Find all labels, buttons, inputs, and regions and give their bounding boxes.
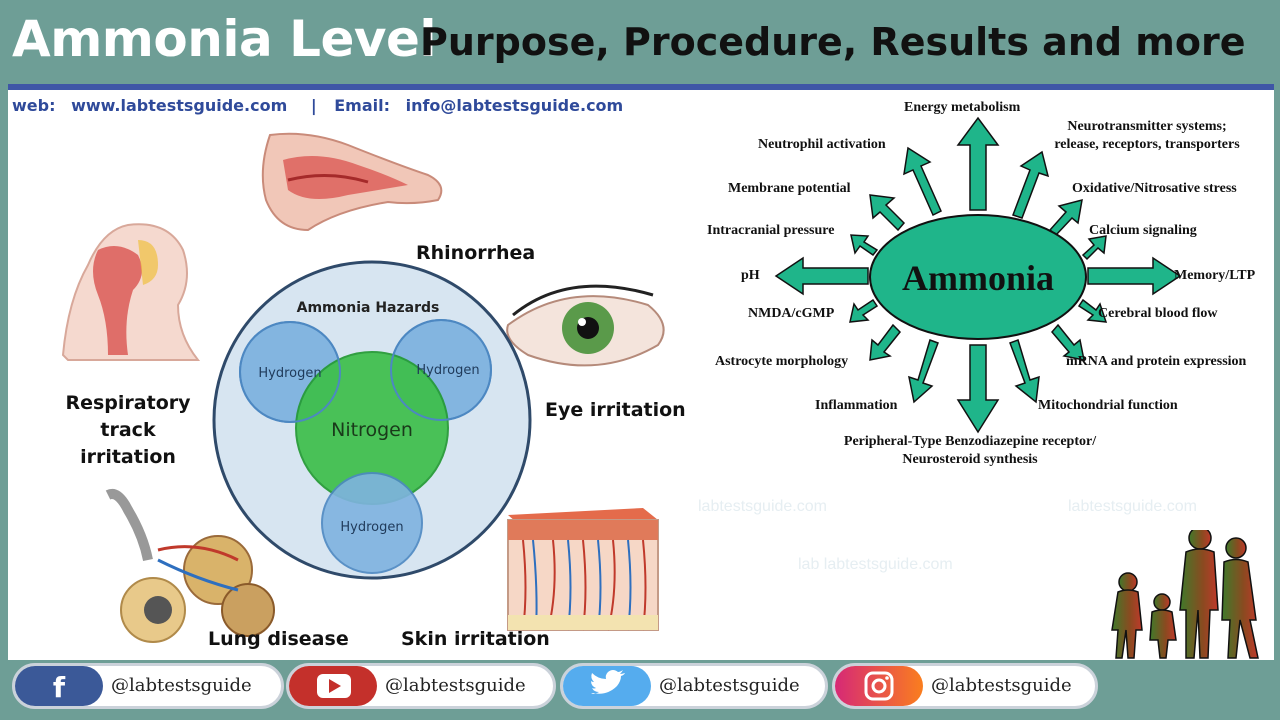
header-divider: [8, 84, 1274, 90]
effect-energy: Energy metabolism: [904, 100, 1021, 115]
hydrogen-label: Hydrogen: [416, 363, 479, 378]
header: Ammonia Level Purpose, Procedure, Result…: [0, 0, 1280, 84]
hydrogen-atom-bottom: [321, 472, 423, 574]
arrow-down: [956, 344, 1000, 434]
effect-neurotransmitter: Neurotransmitter systems; release, recep…: [1054, 119, 1240, 152]
social-handle: @labtestsguide: [931, 675, 1072, 696]
throat-illustration: [61, 223, 201, 361]
arrow-lowleft-2: [869, 323, 902, 361]
instagram-circle: [835, 666, 923, 706]
hazards-title: Ammonia Hazards: [297, 300, 440, 316]
arrow-upright-1: [1012, 150, 1050, 219]
arrow-left-small: [850, 234, 879, 257]
arrow-lowright-1: [1009, 339, 1040, 404]
watermark: labtestsguide.com: [698, 498, 827, 515]
web-label: web:: [12, 96, 56, 115]
arrow-lowright-2: [1051, 323, 1085, 361]
effect-oxidative: Oxidative/Nitrosative stress: [1072, 181, 1237, 196]
effect-neutrophil: Neutrophil activation: [758, 137, 886, 152]
effect-intracranial: Intracranial pressure: [707, 223, 835, 238]
youtube-circle: [289, 666, 377, 706]
arrow-upleft-2: [869, 194, 906, 232]
facebook-circle: f: [15, 666, 103, 706]
hydrogen-label: Hydrogen: [258, 366, 321, 381]
social-handle: @labtestsguide: [385, 675, 526, 696]
instagram-icon: [864, 671, 894, 701]
hazards-illustration: Ammonia Hazards Hydrogen Hydrogen Nitrog…: [61, 132, 665, 643]
facebook-icon: f: [53, 671, 66, 704]
arrow-left: [774, 256, 869, 296]
nitrogen-label: Nitrogen: [331, 419, 413, 441]
facebook-handle-pill[interactable]: f @labtestsguide: [12, 663, 284, 709]
effect-pbr: Peripheral-Type Benzodiazepine receptor/…: [843, 434, 1097, 467]
effect-ph: pH: [741, 268, 760, 283]
instagram-handle-pill[interactable]: @labtestsguide: [832, 663, 1098, 709]
effect-memory: Memory/LTP: [1174, 268, 1256, 283]
email-label: Email:: [334, 96, 391, 115]
ammonia-effects-diagram: Ammonia: [774, 116, 1182, 434]
effect-mrna: mRNA and protein expression: [1066, 354, 1247, 369]
page-title: Ammonia Level: [12, 10, 437, 68]
twitter-icon: [591, 670, 625, 694]
social-handle: @labtestsguide: [659, 675, 800, 696]
lung-disease-label: Lung disease: [208, 628, 349, 650]
youtube-icon: [317, 674, 351, 698]
youtube-handle-pill[interactable]: @labtestsguide: [286, 663, 556, 709]
effect-nmda: NMDA/cGMP: [748, 306, 835, 321]
ammonia-label: Ammonia: [902, 258, 1054, 298]
arrow-right: [1087, 256, 1182, 296]
eye-irritation-label: Eye irritation: [545, 399, 686, 421]
page-subtitle: Purpose, Procedure, Results and more: [420, 20, 1246, 64]
arrow-upleft-1: [903, 146, 942, 217]
arrow-right-small: [1081, 235, 1107, 261]
hydrogen-label: Hydrogen: [340, 520, 403, 535]
contact-line: web: www.labtestsguide.com | Email: info…: [12, 96, 633, 115]
nose-illustration: [261, 132, 443, 232]
lungs-illustration: [105, 489, 275, 643]
web-link[interactable]: www.labtestsguide.com: [71, 96, 288, 115]
svg-text:f: f: [53, 671, 66, 704]
effect-arrows: [774, 116, 1182, 434]
watermark: labtestsguide.com: [1068, 498, 1197, 515]
ammonia-ellipse: [869, 214, 1087, 340]
effect-calcium: Calcium signaling: [1089, 223, 1197, 238]
family-silhouette-icon: [1111, 530, 1259, 659]
email-link[interactable]: info@labtestsguide.com: [405, 96, 624, 115]
social-handle: @labtestsguide: [111, 675, 252, 696]
arrow-lowright-small: [1077, 298, 1108, 323]
respiratory-label: Respiratory track irritation: [65, 392, 191, 468]
effect-astrocyte: Astrocyte morphology: [715, 354, 849, 369]
effect-inflammation: Inflammation: [815, 398, 898, 413]
arrow-lowleft-1: [908, 339, 939, 404]
eye-illustration: [506, 284, 665, 367]
effect-mito: Mitochondrial function: [1038, 398, 1178, 413]
arrow-lowleft-small: [849, 298, 879, 323]
watermark: lab labtestsguide.com: [798, 556, 953, 573]
arrow-upright-2: [1048, 198, 1083, 237]
skin-irritation-label: Skin irritation: [401, 628, 550, 650]
separator: |: [310, 96, 317, 115]
rhinorrhea-label: Rhinorrhea: [416, 242, 536, 264]
main-panel: labtestsguide.com lab labtestsguide.com …: [8, 90, 1274, 660]
twitter-handle-pill[interactable]: @labtestsguide: [560, 663, 828, 709]
effect-membrane: Membrane potential: [728, 181, 851, 196]
arrow-up: [956, 116, 1000, 211]
effect-cerebral: Cerebral blood flow: [1098, 306, 1218, 321]
skin-illustration: [507, 508, 659, 631]
twitter-circle: [563, 666, 651, 706]
social-footer: f @labtestsguide @labtestsguide @labtest…: [0, 660, 1280, 720]
